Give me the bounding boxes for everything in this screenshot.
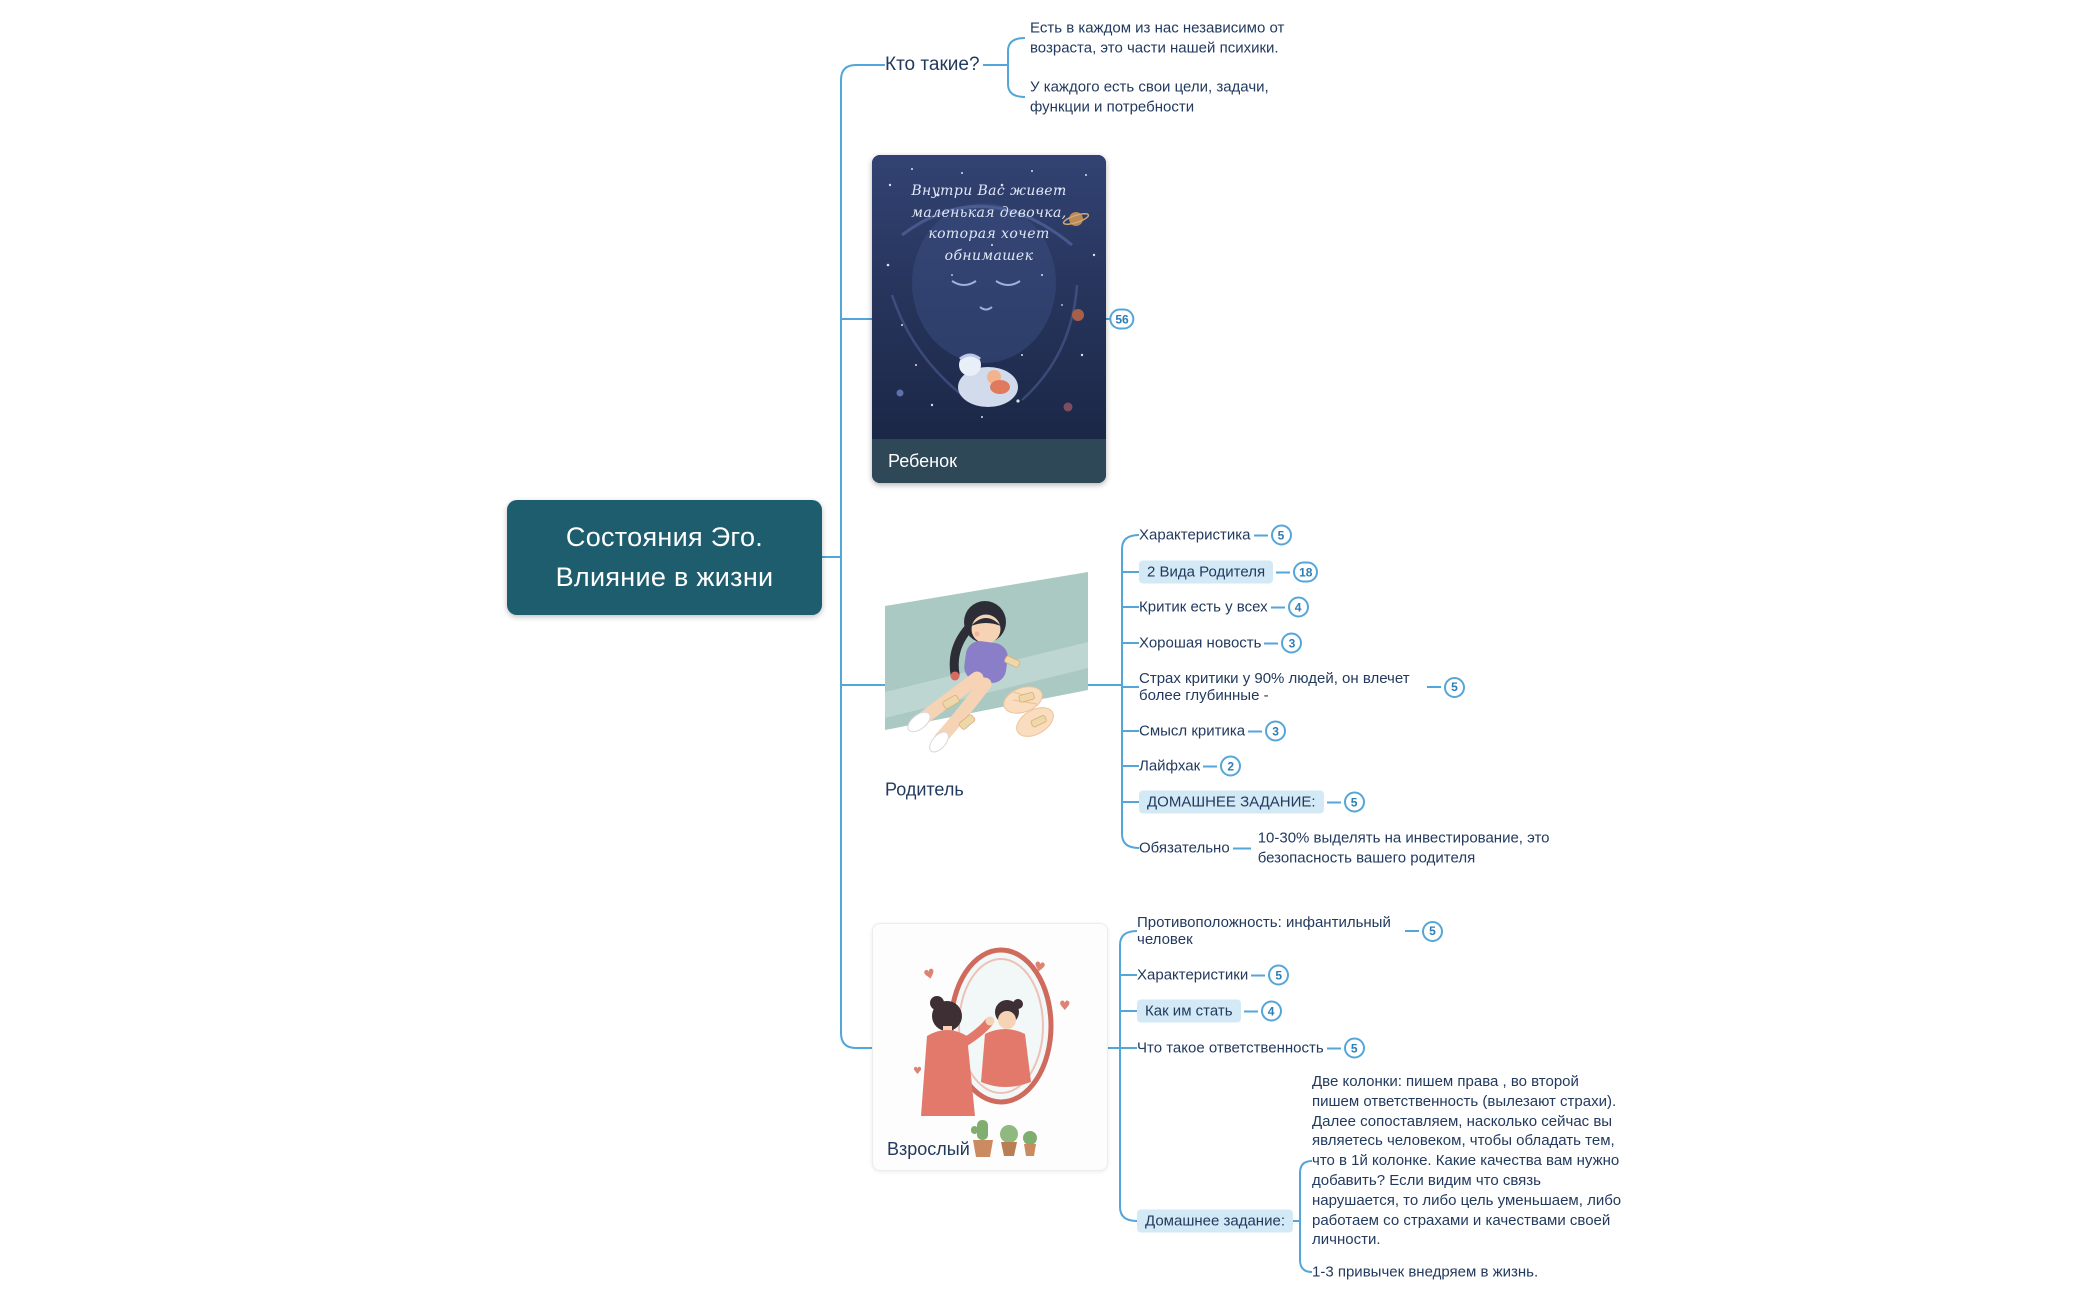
topic-label: Смысл критика — [1139, 722, 1246, 740]
child-illustration — [872, 155, 1106, 439]
collapse-badge[interactable]: 2 — [1220, 755, 1242, 777]
collapse-badge[interactable]: 5 — [1270, 524, 1292, 546]
child-card-label: Ребенок — [888, 450, 957, 471]
topic-label: Критик есть у всех — [1139, 598, 1268, 616]
topic-parent-item-6[interactable]: Лайфхак 2 — [1139, 755, 1242, 777]
collapse-badge[interactable]: 4 — [1287, 596, 1309, 618]
topic-label: Страх критики у 90% людей, он влечет бол… — [1139, 670, 1410, 704]
topic-label: Лайфхак — [1139, 757, 1201, 775]
topic-note[interactable]: 10-30% выделять на инвестирование, это б… — [1257, 829, 1550, 867]
topic-label: 2 Вида Родителя — [1139, 560, 1274, 584]
svg-text:♥: ♥ — [922, 966, 937, 984]
topic-who-note-1[interactable]: Есть в каждом из нас независимо от возра… — [1030, 19, 1285, 57]
adult-illustration: ♥ ♥ ♥ ♥ — [913, 947, 1071, 1157]
topic-adult-item-2[interactable]: Как им стать 4 — [1137, 999, 1282, 1023]
collapse-badge[interactable]: 3 — [1265, 720, 1287, 742]
svg-text:♥: ♥ — [913, 1066, 922, 1077]
topic-parent-card[interactable] — [885, 572, 1088, 771]
topic-parent-item-0[interactable]: Характеристика 5 — [1139, 524, 1292, 546]
topic-label: Обязательно — [1139, 839, 1230, 857]
parent-illustration — [885, 572, 1088, 753]
topic-adult-card[interactable]: ♥ ♥ ♥ ♥ Взрослый — [872, 923, 1108, 1171]
topic-parent-item-8[interactable]: Обязательно 10-30% выделять на инвестиро… — [1139, 829, 1558, 868]
topic-label: Домашнее задание: — [1137, 1209, 1293, 1233]
badge-connector — [1250, 969, 1266, 981]
badge-connector — [1426, 681, 1442, 693]
collapse-badge[interactable]: 5 — [1422, 920, 1443, 942]
topic-parent-item-3[interactable]: Хорошая новость 3 — [1139, 632, 1303, 654]
root-title-line1: Состояния Эго. — [565, 522, 764, 553]
topic-who-note-2[interactable]: У каждого есть свои цели, задачи, функци… — [1030, 78, 1269, 116]
collapse-badge[interactable]: 5 — [1343, 791, 1365, 813]
topic-adult-item-4[interactable]: Домашнее задание: — [1137, 1209, 1293, 1233]
topic-adult-label: Взрослый — [887, 1139, 970, 1159]
topic-parent-label: Родитель — [885, 779, 964, 800]
badge-connector — [1202, 760, 1218, 772]
homework-note-1[interactable]: Две колонки: пишем права , во второй пиш… — [1312, 1073, 1622, 1249]
topic-adult-item-3[interactable]: Что такое ответственность 5 — [1137, 1037, 1365, 1059]
collapse-badge[interactable]: 18 — [1293, 561, 1319, 583]
root-title-line2: Влияние в жизни — [555, 561, 774, 592]
topic-parent-item-1[interactable]: 2 Вида Родителя 18 — [1139, 560, 1319, 584]
badge-connector — [1404, 925, 1420, 937]
topic-label: Как им стать — [1137, 999, 1241, 1023]
collapse-badge[interactable]: 4 — [1260, 1000, 1282, 1022]
svg-text:♥: ♥ — [1059, 999, 1071, 1014]
homework-note-2[interactable]: 1-3 привычек внедряем в жизнь. — [1312, 1263, 1539, 1281]
badge-connector — [1326, 1042, 1342, 1054]
svg-text:♥: ♥ — [1032, 959, 1047, 976]
topic-adult-item-1[interactable]: Характеристики 5 — [1137, 964, 1290, 986]
badge-connector — [1270, 601, 1286, 613]
topic-parent-item-2[interactable]: Критик есть у всех 4 — [1139, 596, 1309, 618]
badge-connector — [1253, 529, 1269, 541]
topic-parent-item-4[interactable]: Страх критики у 90% людей, он влечет бол… — [1139, 670, 1465, 704]
topic-label: Противоположность: инфантильный человек — [1137, 914, 1391, 948]
topic-adult-item-0[interactable]: Противоположность: инфантильный человек … — [1137, 914, 1443, 948]
collapse-badge[interactable]: 3 — [1281, 632, 1303, 654]
topic-label: Характеристики — [1137, 966, 1249, 984]
topic-child-card[interactable]: Внутри Вас живет маленькая девочка, кото… — [872, 155, 1106, 483]
topic-label: ДОМАШНЕЕ ЗАДАНИЕ: — [1139, 790, 1324, 814]
collapse-badge[interactable]: 5 — [1444, 676, 1465, 698]
badge-connector — [1243, 1005, 1259, 1017]
topic-who[interactable]: Кто такие? — [885, 54, 980, 75]
topic-label: Характеристика — [1139, 526, 1251, 544]
root-topic[interactable]: Состояния Эго. Влияние в жизни — [507, 500, 822, 615]
note-connector — [1232, 842, 1252, 854]
badge-connector — [1263, 637, 1279, 649]
topic-label: Хорошая новость — [1139, 634, 1262, 652]
badge-connector — [1326, 796, 1342, 808]
badge-connector — [1275, 566, 1291, 578]
topic-parent-item-7[interactable]: ДОМАШНЕЕ ЗАДАНИЕ: 5 — [1139, 790, 1365, 814]
topic-label: Что такое ответственность — [1137, 1039, 1324, 1057]
topic-parent-item-5[interactable]: Смысл критика 3 — [1139, 720, 1287, 742]
badge-connector — [1247, 725, 1263, 737]
child-card-label-strip: Ребенок — [872, 439, 1106, 483]
badge-child-collapse[interactable]: 56 — [1109, 308, 1135, 330]
collapse-badge[interactable]: 5 — [1268, 964, 1290, 986]
collapse-badge[interactable]: 5 — [1343, 1037, 1365, 1059]
child-card-caption: Внутри Вас живет маленькая девочка, кото… — [911, 183, 1067, 265]
